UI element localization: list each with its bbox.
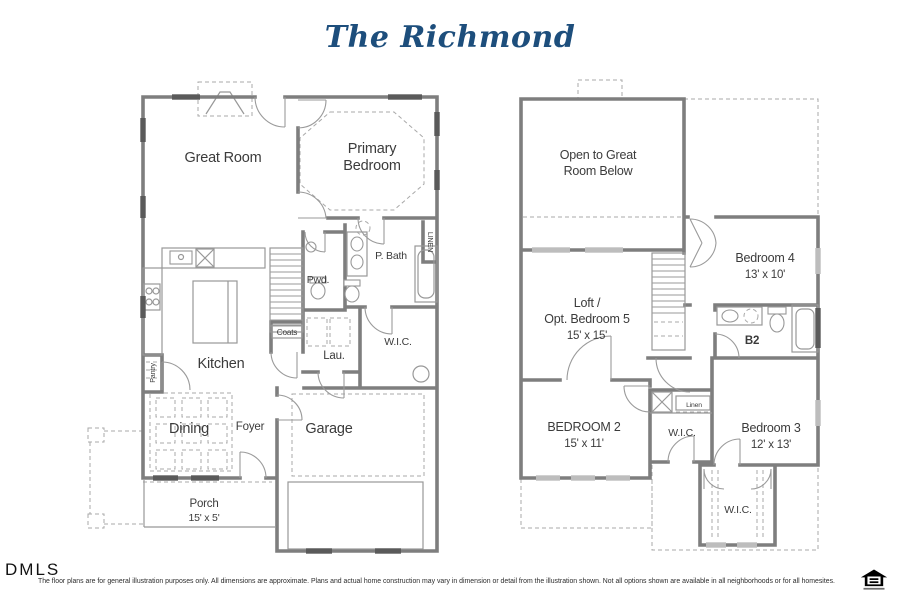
label-pantry: Pantry (148, 363, 157, 383)
label-bath2: B2 (745, 335, 759, 347)
label-coats: Coats (277, 328, 297, 337)
page-title: The Richmond (324, 20, 576, 55)
label-loft-line1: Loft / (574, 296, 601, 310)
floor1-door-arcs (161, 96, 393, 479)
equal-housing-icon (860, 569, 888, 590)
floor2-windows (532, 247, 821, 548)
floor2-bath-fixtures (716, 304, 819, 353)
first-floor-plan: Great Room Primary Bedroom P. Bath LINEN… (87, 81, 440, 554)
shower-fixture-outline (355, 220, 371, 236)
floor2-labels: Open to Great Room Below Loft / Opt. Bed… (544, 148, 801, 516)
dining-rug-outline (149, 392, 233, 472)
label-dining: Dining (169, 421, 209, 437)
coats-label-box (271, 324, 303, 339)
b2-toilet-tank (767, 306, 787, 315)
label-wic-first-floor: W.I.C. (384, 336, 411, 348)
porch-column (87, 427, 105, 443)
dmls-logo: DMLS (5, 560, 61, 579)
label-wic-mid: W.I.C. (668, 427, 695, 439)
washer-outline (306, 317, 328, 347)
b2-sink (721, 309, 739, 323)
label-wic-bottom: W.I.C. (724, 504, 751, 516)
label-p-bath: P. Bath (375, 250, 407, 262)
roof-below-bedroom2 (520, 477, 653, 529)
fireplace-outline (197, 81, 253, 117)
floor1-labels: Great Room Primary Bedroom P. Bath LINEN… (148, 141, 435, 524)
b2-vanity (716, 306, 763, 326)
linen-closet-box (651, 391, 673, 413)
label-laundry: Lau. (323, 350, 345, 362)
b2-tub-basin (795, 308, 815, 350)
dining-table-grid (155, 397, 228, 470)
label-primary-bedroom-line1: Primary (348, 141, 397, 157)
garage-door-pad (287, 481, 424, 550)
porch-extension-lines (89, 430, 143, 525)
porch-walls (143, 480, 276, 528)
label-garage: Garage (305, 421, 352, 437)
pantry-shelves (146, 361, 159, 379)
kitchen-counter-left (142, 267, 163, 356)
label-bedroom2: BEDROOM 2 (547, 420, 620, 434)
kitchen-sink (169, 250, 193, 265)
wic-shelving (711, 470, 764, 540)
linen-shelf (675, 395, 711, 411)
label-bedroom4: Bedroom 4 (735, 251, 795, 265)
floor1-windows (140, 94, 440, 554)
powder-toilet (310, 282, 326, 300)
floor1-kitchen-fixtures (142, 247, 266, 356)
label-linen-shelf: Linen (686, 402, 702, 409)
tub-basin (417, 249, 435, 299)
label-powder-room: Pwd. (307, 274, 330, 286)
floor2-closets (650, 391, 712, 414)
label-bedroom4-dim: 13' x 10' (745, 269, 785, 281)
label-loft-line2: Opt. Bedroom 5 (544, 312, 630, 326)
bath-sink (350, 254, 364, 270)
floor1-stairs (269, 247, 304, 333)
label-primary-bedroom-line2: Bedroom (343, 158, 401, 174)
label-open-below-line2: Room Below (564, 164, 634, 178)
label-loft-dim: 15' x 15' (567, 330, 607, 342)
label-porch-dim: 15' x 5' (188, 512, 219, 524)
b2-toilet (769, 313, 785, 333)
porch-column (87, 513, 105, 529)
dryer-outline (329, 317, 351, 347)
label-foyer: Foyer (236, 421, 265, 433)
chimney-outline (577, 79, 623, 100)
label-bedroom3: Bedroom 3 (741, 421, 801, 435)
water-heater (412, 365, 430, 383)
floor1-bath-fixtures (271, 231, 438, 383)
label-porch: Porch (189, 498, 218, 510)
label-great-room: Great Room (185, 150, 262, 166)
stair-rail-dashes (654, 321, 683, 351)
bath-toilet-tank (343, 279, 361, 287)
floor1-dashed-features (87, 81, 425, 529)
kitchen-island (192, 280, 238, 344)
floor2-door-arcs (566, 218, 772, 490)
roof-bottom-right (651, 465, 819, 551)
label-bedroom3-dim: 12' x 13' (751, 439, 791, 451)
label-open-below-line1: Open to Great (560, 148, 637, 162)
fireplace-insert (205, 91, 245, 115)
floor2-stairs (651, 252, 686, 351)
bath-sink (350, 236, 364, 252)
kitchen-range (195, 248, 215, 268)
kitchen-counter-top (161, 247, 266, 269)
label-bedroom2-dim: 15' x 11' (564, 438, 603, 450)
floor1-porch-garage-lines (143, 480, 424, 550)
bath-toilet (344, 285, 360, 303)
label-kitchen: Kitchen (198, 356, 245, 372)
disclaimer-text: The floor plans are for general illustra… (38, 578, 835, 585)
label-linen-closet: LINEN (426, 232, 435, 252)
garage-ceiling-outline (291, 393, 425, 477)
roof-outline (684, 98, 819, 217)
second-floor-plan: Open to Great Room Below Loft / Opt. Bed… (519, 79, 821, 551)
tub (414, 245, 438, 303)
primary-bed-outline (299, 111, 425, 211)
optional-sink-outline (743, 308, 759, 324)
bath-vanity (346, 231, 368, 277)
